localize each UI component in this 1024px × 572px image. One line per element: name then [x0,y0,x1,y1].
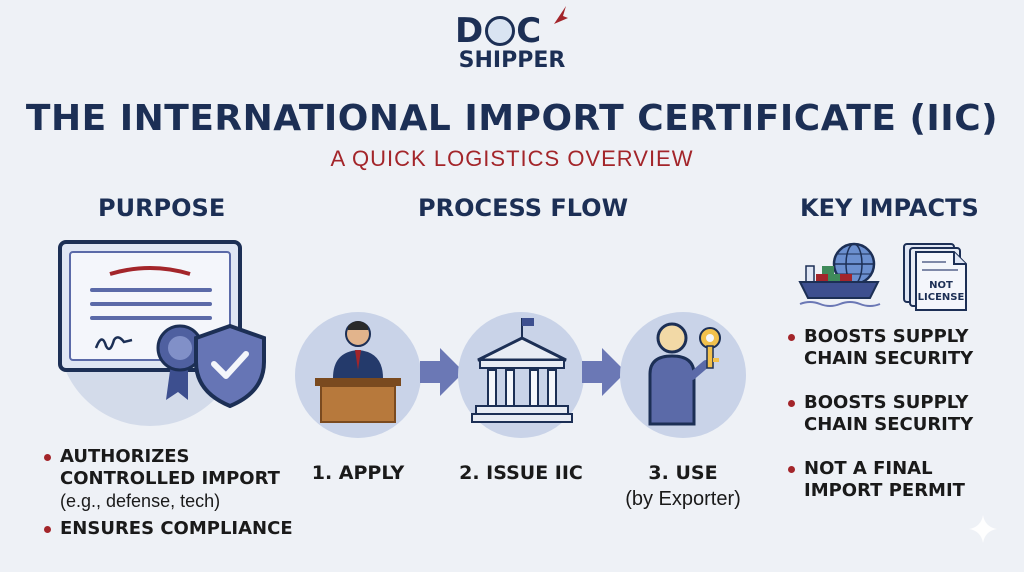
airplane-icon [554,6,569,24]
person-at-desk-icon [315,321,401,423]
impacts-bullet-3-line2: IMPORT PERMIT [804,480,965,501]
globe-logo-icon [485,16,516,46]
person-with-key-icon [648,322,721,426]
purpose-bullet-1-line2: CONTROLLED IMPORT [60,468,280,489]
doc-license-text: LICENSE [918,292,965,303]
logo-letter-d: D [454,11,485,51]
cargo-ship-icon [798,265,881,307]
step-1-label: 1. APPLY [311,462,405,484]
impacts-bullet-2: BOOSTS SUPPLY CHAIN SECURITY [786,392,1016,436]
purpose-bullet-1: AUTHORIZES CONTROLLED IMPORT (e.g., defe… [42,446,302,512]
purpose-heading: PURPOSE [98,194,226,222]
step-3-sublabel: (by Exporter) [625,488,741,510]
impacts-bullet-1-line1: BOOSTS SUPPLY [804,326,969,347]
shield-check-icon [194,323,266,409]
step-3-label: 3. USE [648,462,718,484]
impacts-bullet-1-line2: CHAIN SECURITY [804,348,974,369]
flow-arrow-2 [582,348,626,396]
purpose-bullets: AUTHORIZES CONTROLLED IMPORT (e.g., defe… [42,446,302,540]
purpose-bullet-2: ENSURES COMPLIANCE [42,518,302,540]
purpose-bullet-2-line1: ENSURES COMPLIANCE [60,518,293,539]
page-title: THE INTERNATIONAL IMPORT CERTIFICATE (II… [25,98,999,139]
page-subtitle: A QUICK LOGISTICS OVERVIEW [330,146,694,171]
purpose-bullet-1-line1: AUTHORIZES [60,446,190,467]
document-stack-icon: NOT LICENSE [903,243,967,311]
impacts-bullet-3-line1: NOT A FINAL [804,458,933,479]
flow-arrow-1 [420,348,464,396]
doc-not-text: NOT [929,280,953,291]
logo-letter-c: C [516,11,543,51]
impacts-heading: KEY IMPACTS [800,194,979,222]
step-2-label: 2. ISSUE IIC [459,462,583,484]
logo-bottom-text: SHIPPER [458,48,566,73]
impacts-bullet-1: BOOSTS SUPPLY CHAIN SECURITY [786,326,1016,370]
purpose-bullet-1-note: (e.g., defense, tech) [60,491,221,511]
impacts-bullets: BOOSTS SUPPLY CHAIN SECURITY BOOSTS SUPP… [786,326,1016,502]
certificate-illustration [58,240,266,426]
ship-globe-illustration [798,242,881,307]
impacts-bullet-2-line2: CHAIN SECURITY [804,414,974,435]
government-building-icon [471,318,573,423]
sparkle-icon [969,515,997,543]
process-heading: PROCESS FLOW [418,194,629,222]
impacts-bullet-2-line1: BOOSTS SUPPLY [804,392,969,413]
impacts-bullet-3: NOT A FINAL IMPORT PERMIT [786,458,1016,502]
